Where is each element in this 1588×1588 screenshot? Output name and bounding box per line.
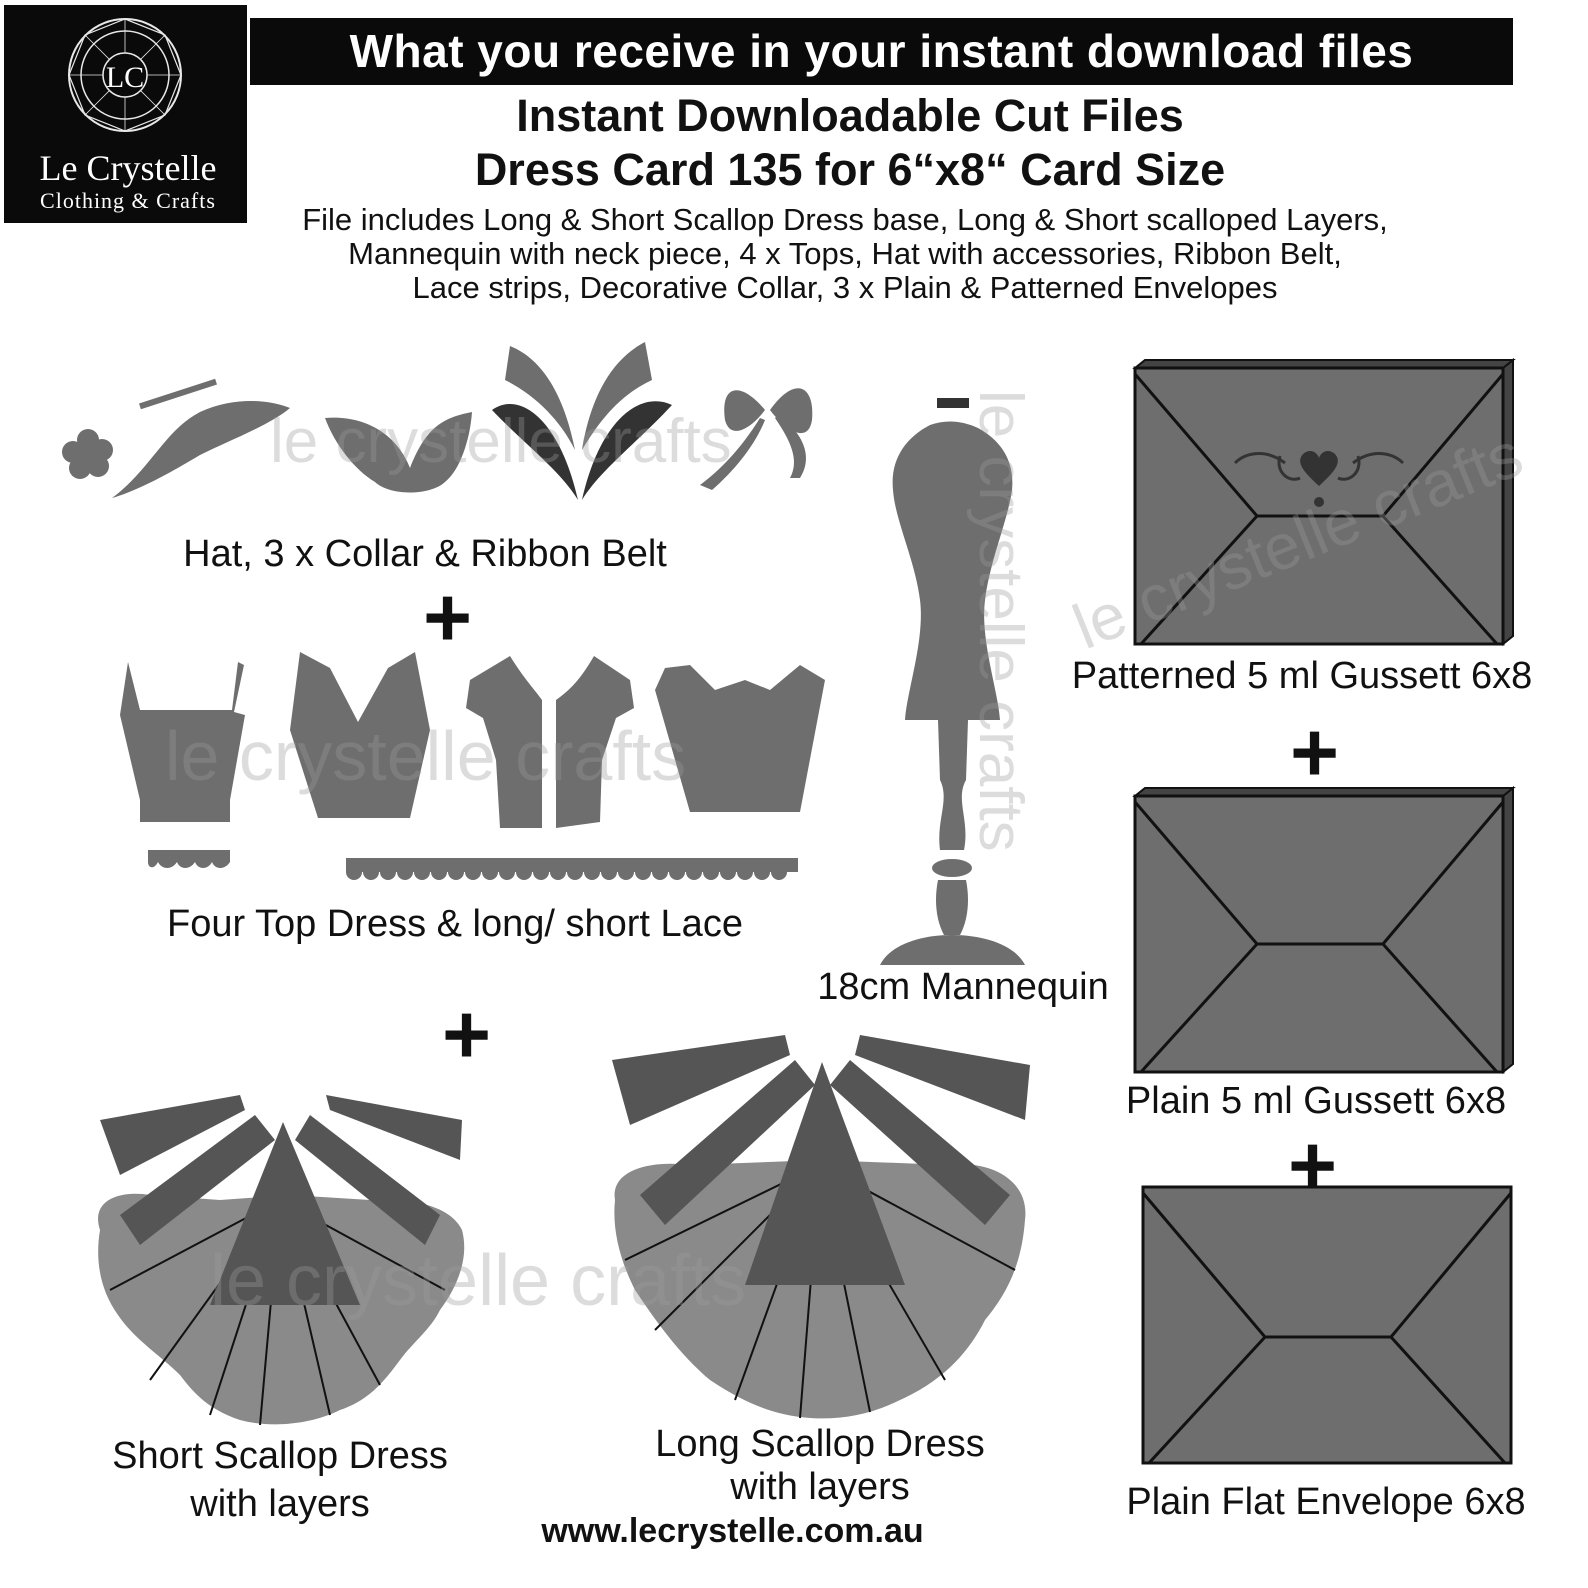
short-scallop-dress-icon bbox=[98, 1095, 465, 1426]
patterned-envelope-icon bbox=[1132, 357, 1516, 647]
lace-scallop bbox=[737, 864, 753, 880]
lace-scallop bbox=[533, 864, 549, 880]
label-mannequin: 18cm Mannequin bbox=[817, 966, 1109, 1008]
lace-scallop bbox=[754, 864, 770, 880]
lace-scallop bbox=[652, 864, 668, 880]
label-short-dress-2: with layers bbox=[190, 1483, 370, 1525]
website-url[interactable]: www.lecrystelle.com.au bbox=[541, 1512, 924, 1550]
page-title: Instant Downloadable Cut Files bbox=[516, 90, 1184, 141]
flower-icon bbox=[62, 429, 113, 479]
lace-scallop bbox=[516, 864, 532, 880]
lace-scallop bbox=[720, 864, 736, 880]
lace-scallop bbox=[635, 864, 651, 880]
collar-icon bbox=[325, 412, 472, 493]
flat-envelope-icon bbox=[1141, 1185, 1513, 1465]
label-tops: Four Top Dress & long/ short Lace bbox=[167, 903, 743, 945]
hat-icon bbox=[112, 378, 290, 498]
tops-icons bbox=[120, 652, 825, 828]
page-subtitle: Dress Card 135 for 6“x8“ Card Size bbox=[474, 144, 1226, 195]
lace-scallop bbox=[550, 864, 566, 880]
lace-scallop bbox=[703, 864, 719, 880]
logo-monogram: LC bbox=[106, 61, 144, 94]
crystal-logo-icon: LC Le Crystelle Clothing & Crafts bbox=[40, 18, 217, 213]
lace-scallop bbox=[669, 864, 685, 880]
lace-scallop bbox=[414, 864, 430, 880]
top-strap-icon bbox=[120, 662, 245, 822]
label-envelope-patterned: Patterned 5 ml Gussett 6x8 bbox=[1071, 655, 1533, 697]
lace-scallop bbox=[686, 864, 702, 880]
lace-scallop bbox=[380, 864, 396, 880]
plus-sign: + bbox=[442, 987, 492, 1081]
lace-scallop bbox=[363, 864, 379, 880]
brand-name: Le Crystelle bbox=[40, 148, 217, 188]
lace-scallop bbox=[482, 864, 498, 880]
watermark-text: le crystelle crafts bbox=[210, 1241, 746, 1321]
lace-scallop bbox=[499, 864, 515, 880]
long-scallop-dress-icon bbox=[612, 1035, 1030, 1419]
label-hat-collar: Hat, 3 x Collar & Ribbon Belt bbox=[183, 533, 667, 575]
plus-sign: + bbox=[423, 570, 473, 664]
label-envelope-flat: Plain Flat Envelope 6x8 bbox=[1126, 1481, 1526, 1523]
plus-sign: + bbox=[1290, 705, 1340, 799]
brand-logo: LC Le Crystelle Clothing & Crafts bbox=[4, 5, 247, 223]
top-vneck-icon bbox=[290, 652, 430, 818]
description-line-3: Lace strips, Decorative Collar, 3 x Plai… bbox=[412, 270, 1278, 305]
plus-sign: + bbox=[1288, 1118, 1338, 1212]
lace-scallop bbox=[618, 864, 634, 880]
lace-scallop bbox=[346, 864, 362, 880]
plain-envelope-icon bbox=[1132, 785, 1516, 1075]
description-line-1: File includes Long & Short Scallop Dress… bbox=[302, 202, 1388, 237]
lace-scallop bbox=[567, 864, 583, 880]
lace-scallop bbox=[584, 864, 600, 880]
description-line-2: Mannequin with neck piece, 4 x Tops, Hat… bbox=[348, 236, 1342, 271]
heart-ornament-icon bbox=[1233, 451, 1405, 507]
decorative-collar-icon bbox=[492, 342, 672, 500]
label-short-dress-1: Short Scallop Dress bbox=[112, 1435, 448, 1477]
lace-scallop bbox=[448, 864, 464, 880]
brand-tagline: Clothing & Crafts bbox=[40, 188, 216, 213]
watermark-text: le crystelle crafts bbox=[966, 390, 1035, 852]
label-long-dress-2: with layers bbox=[730, 1466, 910, 1508]
lace-scallop bbox=[771, 864, 787, 880]
lace-scallops bbox=[346, 864, 787, 880]
top-jacket-icon bbox=[466, 656, 634, 828]
lace-scallop bbox=[397, 864, 413, 880]
ribbon-belt-icon bbox=[700, 388, 813, 490]
label-long-dress-1: Long Scallop Dress bbox=[655, 1423, 985, 1465]
top-sweetheart-icon bbox=[655, 665, 825, 812]
watermark-text: le crystelle crafts bbox=[270, 407, 732, 476]
watermark-text: le crystelle crafts bbox=[165, 717, 686, 795]
mannequin-icon bbox=[880, 398, 1025, 965]
lace-scallop bbox=[465, 864, 481, 880]
lace-scallop bbox=[601, 864, 617, 880]
lace-scallop bbox=[431, 864, 447, 880]
header-banner: What you receive in your instant downloa… bbox=[250, 18, 1513, 85]
label-envelope-plain: Plain 5 ml Gussett 6x8 bbox=[1125, 1080, 1507, 1122]
